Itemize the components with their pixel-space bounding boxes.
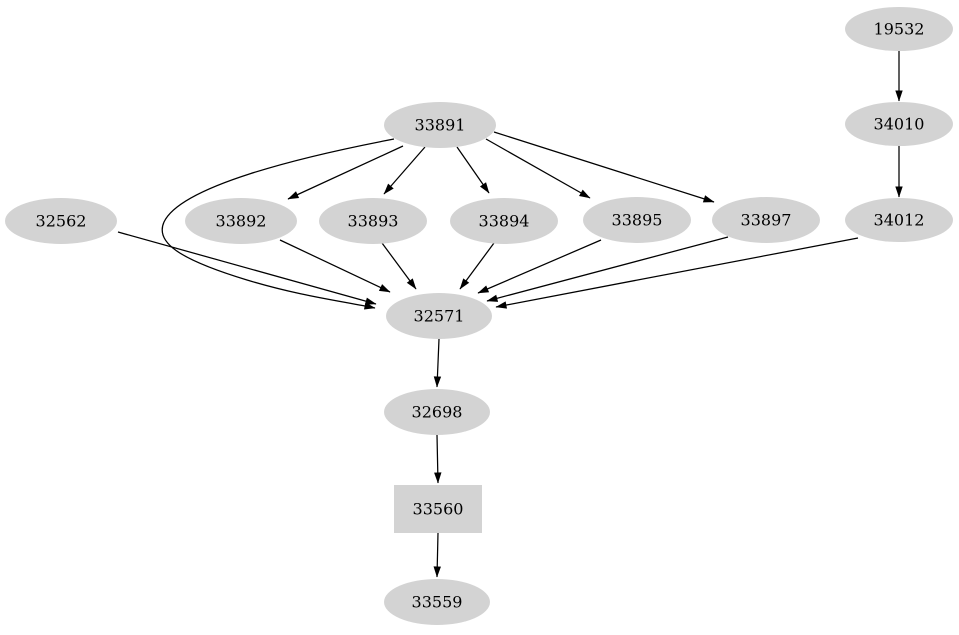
node-ellipse-32562 [5,198,117,244]
edge-33891-33897 [493,131,715,203]
node-32571: 32571 [386,293,492,339]
node-ellipse-33897 [712,197,820,243]
edges-layer [117,51,903,578]
node-label-33895: 33895 [612,211,663,230]
node-label-33892: 33892 [216,212,267,231]
node-33892: 33892 [185,198,297,244]
node-ellipse-33895 [583,197,691,243]
edge-33891-33892 [287,145,404,200]
node-33894: 33894 [450,198,558,244]
node-ellipse-19532 [845,7,953,51]
node-32698: 32698 [384,389,490,435]
edge-32562-32571 [117,231,377,305]
node-label-32698: 32698 [412,403,463,422]
edge-33891-33895 [485,138,591,199]
node-label-33893: 33893 [348,212,399,231]
node-33891: 33891 [384,102,496,148]
node-ellipse-33894 [450,198,558,244]
edge-33893-32571 [381,242,417,290]
edge-33891-33894 [456,146,490,194]
edge-34012-32571 [495,237,859,309]
edge-33892-32571 [279,239,391,293]
edge-33895-32571 [477,239,602,294]
edge-32571-32698 [433,338,442,388]
node-ellipse-33892 [185,198,297,244]
edge-33894-32571 [459,242,495,290]
node-ellipse-32698 [384,389,490,435]
node-label-32571: 32571 [414,307,465,326]
node-ellipse-33891 [384,102,496,148]
node-33897: 33897 [712,197,820,243]
node-label-33894: 33894 [479,212,530,231]
nodes-layer: 19532 34010 34012 33891 32562 33892 33893 33894… [5,7,953,625]
node-ellipse-33893 [319,198,427,244]
edge-33897-32571 [486,236,729,302]
node-33559: 33559 [384,579,490,625]
edge-33891-32571 [161,138,395,310]
edge-33891-33893 [383,146,426,195]
node-32562: 32562 [5,198,117,244]
node-label-34012: 34012 [874,211,925,230]
node-box-33560 [394,485,482,533]
node-ellipse-34010 [845,102,953,146]
node-33560: 33560 [394,485,482,533]
node-label-33559: 33559 [412,593,463,612]
node-label-32562: 32562 [36,212,87,231]
node-ellipse-34012 [845,198,953,242]
node-label-33560: 33560 [413,500,464,519]
node-label-33891: 33891 [415,116,466,135]
node-label-33897: 33897 [741,211,792,230]
node-label-19532: 19532 [874,20,925,39]
node-ellipse-32571 [386,293,492,339]
node-34010: 34010 [845,102,953,146]
node-label-34010: 34010 [874,115,925,134]
node-19532: 19532 [845,7,953,51]
node-33895: 33895 [583,197,691,243]
node-34012: 34012 [845,198,953,242]
node-33893: 33893 [319,198,427,244]
node-ellipse-33559 [384,579,490,625]
edge-33560-33559 [433,532,441,578]
edge-32698-33560 [434,434,442,484]
